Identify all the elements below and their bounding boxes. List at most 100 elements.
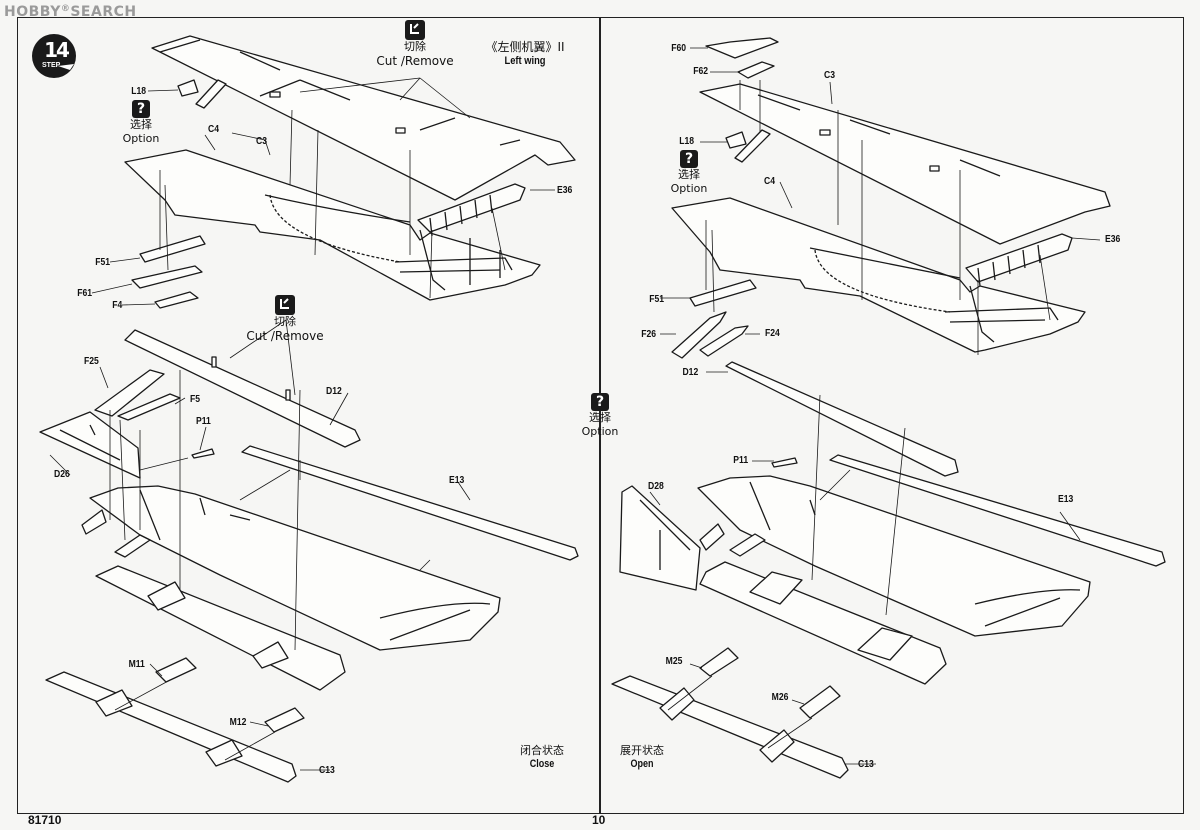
label-d28-right: D28	[648, 480, 664, 492]
left-flap-upper	[95, 565, 346, 691]
left-lower-wing-c4	[124, 149, 541, 301]
question-icon: ?	[591, 393, 609, 411]
close-state-en: Close	[529, 758, 555, 770]
label-m11: M11	[128, 658, 145, 670]
left-part-l18	[177, 79, 227, 109]
step-word: STEP	[42, 62, 61, 69]
right-panel-frame	[599, 17, 1184, 814]
label-p11-right: P11	[733, 454, 748, 466]
right-upper-wing-c3	[699, 83, 1111, 245]
label-d12: D12	[326, 385, 342, 397]
left-cut-top-en: Cut /Remove	[376, 54, 454, 68]
left-cut-mid: 切除 Cut /Remove	[240, 295, 330, 343]
left-title: 《左侧机翼》II Left wing	[470, 40, 580, 68]
open-state-en: Open	[630, 758, 654, 770]
question-icon: ?	[132, 100, 150, 118]
left-cut-mid-cn: 切除	[274, 315, 296, 328]
product-code: 81710	[28, 813, 62, 827]
label-f51-right: F51	[649, 293, 664, 305]
left-part-e13	[241, 445, 579, 561]
question-icon: ?	[680, 150, 698, 168]
label-c4-right: C4	[764, 175, 776, 187]
label-e13-right: E13	[1058, 493, 1074, 505]
left-panel-frame	[17, 17, 601, 814]
label-l18: L18	[131, 85, 146, 97]
right-part-e13	[829, 454, 1166, 567]
center-option-cn: 选择	[589, 411, 611, 424]
right-part-m26	[799, 685, 841, 719]
left-cut-mid-en: Cut /Remove	[246, 329, 324, 343]
scissors-icon	[275, 295, 295, 315]
label-f25: F25	[84, 355, 99, 367]
left-part-f51	[139, 235, 206, 263]
close-state-cn: 闭合状态	[520, 744, 564, 757]
label-l18-right: L18	[679, 135, 694, 147]
step-badge-graphic	[32, 34, 76, 78]
right-part-d12	[725, 361, 959, 477]
label-f62: F62	[693, 65, 708, 77]
right-lower-wing-c4	[671, 197, 1086, 353]
left-state-close: 闭合状态 Close	[512, 742, 572, 770]
label-f5: F5	[190, 393, 201, 405]
right-part-f26	[671, 311, 727, 359]
left-part-f4	[154, 291, 199, 309]
right-flap-upper	[699, 561, 947, 685]
label-m25-right: M25	[665, 655, 682, 667]
right-option-cn: 选择	[678, 168, 700, 181]
left-cut-top: 切除 Cut /Remove	[370, 20, 460, 68]
left-title-en: Left wing	[504, 55, 546, 67]
label-f26-right: F26	[641, 328, 656, 340]
right-part-m25	[699, 647, 739, 677]
hobbysearch-watermark: HOBBY®SEARCH	[4, 4, 137, 20]
label-f60: F60	[671, 42, 686, 54]
open-state-cn: 展开状态	[620, 744, 664, 757]
label-c3-right: C3	[824, 69, 836, 81]
left-wing-main	[81, 485, 501, 651]
scissors-icon	[405, 20, 425, 40]
right-part-d28	[619, 485, 701, 591]
right-flap-c13	[611, 675, 849, 779]
left-part-d12	[124, 329, 361, 448]
step-badge: 14 STEP	[36, 36, 76, 76]
label-c13-right: C13	[858, 758, 874, 770]
right-state-open: 展开状态 Open	[612, 742, 672, 770]
right-part-f62	[737, 61, 775, 79]
left-part-f25	[94, 369, 165, 417]
label-f4: F4	[111, 299, 122, 311]
right-part-f51	[689, 279, 757, 307]
right-part-p11	[771, 457, 798, 468]
left-title-cn: 《左侧机翼》II	[485, 40, 565, 54]
left-flap-c13	[45, 671, 297, 783]
label-m12: M12	[229, 716, 246, 728]
label-c3: C3	[256, 135, 268, 147]
left-part-f61	[131, 265, 203, 289]
left-option: ? 选择 Option	[114, 100, 168, 146]
left-part-p11	[191, 448, 215, 459]
label-p11: P11	[196, 415, 211, 427]
right-option: ? 选择 Option	[662, 150, 716, 196]
label-e36-right: E36	[1105, 233, 1121, 245]
right-option-en: Option	[670, 182, 708, 195]
right-part-f60	[705, 37, 779, 59]
center-option-en: Option	[581, 425, 619, 438]
left-option-cn: 选择	[130, 118, 152, 131]
label-d26: D26	[54, 468, 70, 480]
right-part-l18	[725, 129, 771, 163]
label-c4: C4	[208, 123, 220, 135]
step-number: 14	[44, 38, 70, 62]
label-f24-right: F24	[765, 327, 780, 339]
label-f61: F61	[77, 287, 92, 299]
left-cut-top-cn: 切除	[404, 40, 426, 53]
label-e36: E36	[557, 184, 573, 196]
center-option: ? 选择 Option	[578, 393, 622, 439]
page-number: 10	[592, 813, 606, 827]
left-upper-wing-c3	[151, 35, 576, 201]
left-part-m11	[155, 657, 197, 683]
label-e13: E13	[449, 474, 465, 486]
right-part-e36	[965, 233, 1073, 287]
label-f51: F51	[95, 256, 110, 268]
left-part-m12	[264, 707, 305, 733]
label-d12-right: D12	[682, 366, 698, 378]
right-wing-main	[697, 475, 1091, 637]
